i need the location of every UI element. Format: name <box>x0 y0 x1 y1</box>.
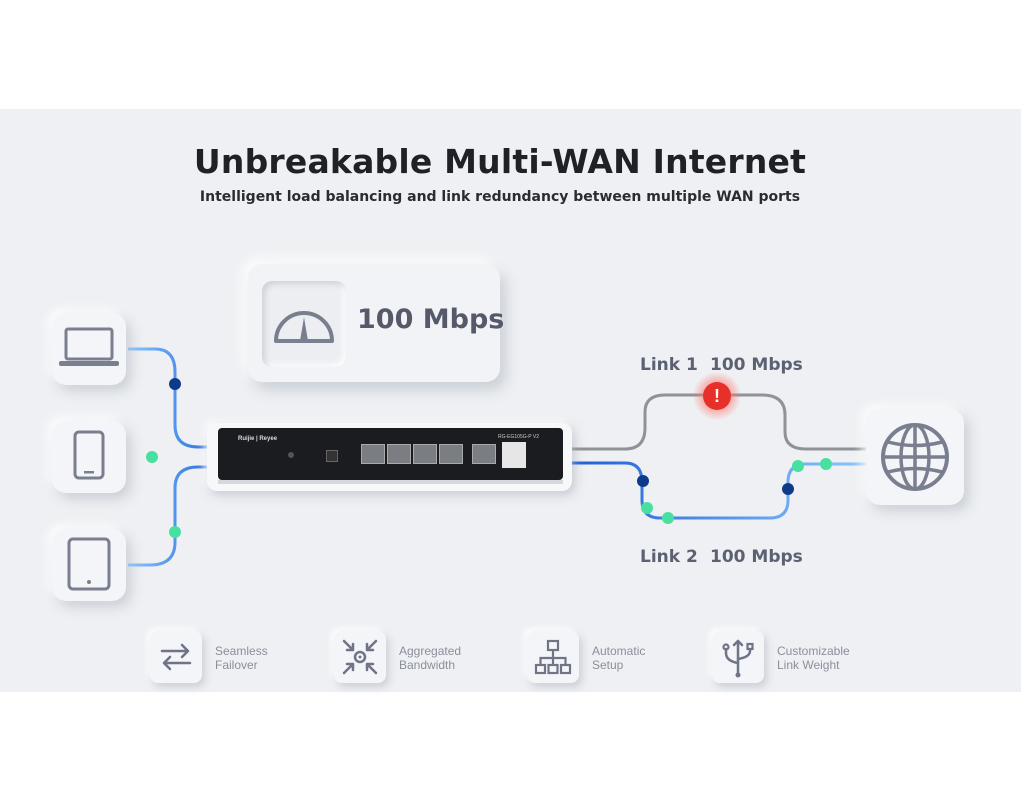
dot-link2-f <box>820 458 832 470</box>
lan-port-3 <box>413 444 437 464</box>
router-base <box>218 480 563 484</box>
dot-tablet-link <box>169 526 181 538</box>
dot-link2-c <box>662 512 674 524</box>
status-led <box>288 452 294 458</box>
usb-trident-icon <box>722 639 754 678</box>
page-title: Unbreakable Multi-WAN Internet <box>193 142 807 181</box>
router-device: Ruijie | Reyee RG-EG105G-P V2 <box>218 428 563 480</box>
feature-failover-icon-box <box>150 631 202 683</box>
lan-port-group <box>361 438 466 466</box>
lan-port-4 <box>439 444 463 464</box>
diagram-panel <box>0 109 1021 692</box>
dot-link2-e <box>792 460 804 472</box>
internet-card <box>866 409 964 505</box>
dot-link2-b <box>641 502 653 514</box>
router-brand: Ruijie | Reyee <box>238 436 278 442</box>
dot-laptop-link <box>169 378 181 390</box>
aggregate-icon <box>342 639 378 675</box>
dot-link2-a <box>637 475 649 487</box>
feature-weight-text: Customizable Link Weight <box>777 644 850 672</box>
dc-jack <box>326 450 338 462</box>
wan-port <box>472 444 496 464</box>
link2-speed: 100 Mbps <box>710 547 803 567</box>
feature-weight-icon-box <box>712 631 764 683</box>
feature-failover-text: Seamless Failover <box>215 644 268 672</box>
feature-bandwidth-text: Aggregated Bandwidth <box>399 644 462 672</box>
globe-icon <box>881 423 949 491</box>
qr-code <box>502 442 526 468</box>
phone-icon <box>73 430 105 480</box>
router-model: RG-EG105G-P V2 <box>498 434 540 440</box>
link2-path <box>572 461 870 520</box>
hierarchy-icon <box>534 639 572 675</box>
alert-icon: ! <box>703 382 731 410</box>
tablet-icon <box>67 537 111 591</box>
link2-name: Link 2 <box>640 547 698 567</box>
lan-port-1 <box>361 444 385 464</box>
tablet-card <box>52 529 126 601</box>
speed-value: 100 Mbps <box>357 304 505 335</box>
failover-arrows-icon <box>160 643 192 671</box>
feature-setup-text: Automatic Setup <box>592 644 646 672</box>
page-subtitle: Intelligent load balancing and link redu… <box>199 189 801 205</box>
lan-port-2 <box>387 444 411 464</box>
link1-speed: 100 Mbps <box>710 355 803 375</box>
laptop-icon <box>59 327 119 366</box>
feature-bandwidth-icon-box <box>334 631 386 683</box>
speedometer-icon <box>274 311 334 343</box>
link-laptop <box>128 347 218 449</box>
feature-setup-icon-box <box>527 631 579 683</box>
dot-phone-link <box>146 451 158 463</box>
speed-icon-box <box>262 281 346 367</box>
laptop-card <box>52 313 126 385</box>
phone-card <box>52 421 126 493</box>
link-tablet <box>128 465 218 567</box>
dot-link2-d <box>782 483 794 495</box>
link1-name: Link 1 <box>640 355 698 375</box>
